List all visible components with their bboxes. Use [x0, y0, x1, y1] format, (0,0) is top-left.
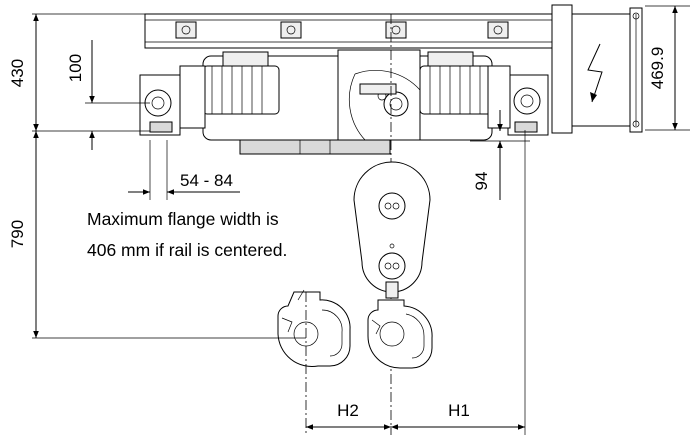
dimension-94: 94: [472, 110, 503, 200]
dimension-790-label: 790: [8, 220, 27, 248]
electrical-cabinet: [551, 4, 643, 134]
hoist-assembly: [139, 4, 643, 155]
flange-note-line2: 406 mm if rail is centered.: [87, 240, 287, 260]
dimension-flange: 54 - 84: [128, 171, 240, 195]
high-voltage-icon: [587, 43, 603, 103]
right-wheel-block: [487, 65, 549, 136]
dimension-430-label: 430: [8, 59, 27, 87]
flange-note-line1: Maximum flange width is: [87, 209, 279, 229]
left-wheel-block: [139, 65, 206, 136]
dimension-h2: H2: [306, 401, 391, 430]
hook-centered: [367, 299, 433, 369]
dimension-100-label: 100: [66, 54, 85, 82]
dimension-h2-label: H2: [337, 401, 359, 420]
dimension-flange-label: 54 - 84: [180, 171, 233, 190]
bottom-block: [353, 161, 431, 299]
dimension-94-label: 94: [472, 172, 491, 191]
dimension-430: 430: [8, 14, 39, 131]
dimension-h1-label: H1: [448, 401, 470, 420]
dimension-790: 790: [8, 131, 39, 338]
hook-offset: [277, 289, 351, 368]
dimension-469-9: 469.9: [648, 5, 678, 130]
dimension-h1: H1: [391, 401, 525, 430]
dimension-100: 100: [66, 40, 95, 150]
hoist-drum: [337, 49, 421, 141]
dimension-469-9-label: 469.9: [648, 47, 667, 90]
